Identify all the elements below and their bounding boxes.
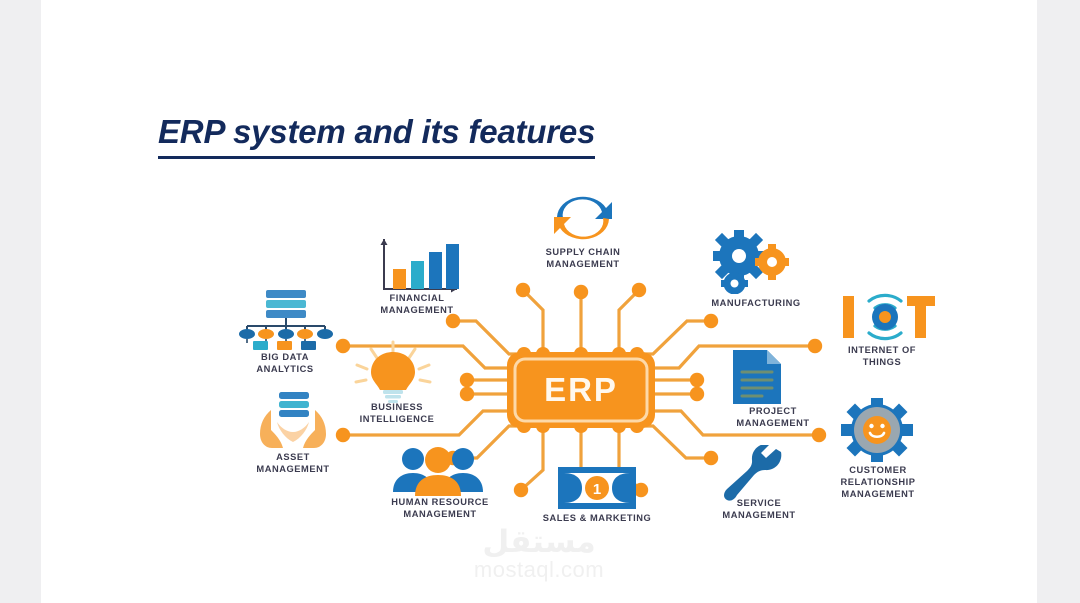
label-service-management: SERVICE MANAGEMENT bbox=[722, 498, 796, 520]
people-group-icon bbox=[391, 446, 485, 498]
label-financial-management: FINANCIAL MANAGEMENT bbox=[380, 293, 454, 315]
label-internet-of-things: INTERNET OF THINGS bbox=[847, 345, 917, 367]
watermark-latin: mostaql.com bbox=[473, 557, 605, 582]
slide-canvas: ERP system and its features bbox=[41, 0, 1037, 603]
bar-chart-icon bbox=[371, 235, 463, 299]
gears-icon bbox=[711, 230, 795, 294]
hands-holding-stack-icon bbox=[247, 390, 339, 452]
banknote-value: 1 bbox=[593, 481, 601, 498]
label-business-intelligence: BUSINESS INTELLIGENCE bbox=[359, 402, 435, 424]
label-project-management: PROJECT MANAGEMENT bbox=[736, 406, 810, 428]
label-supply-chain-management: SUPPLY CHAIN MANAGEMENT bbox=[545, 247, 621, 269]
label-sales-and-marketing: SALES & MARKETING bbox=[542, 513, 652, 523]
iot-logo-icon bbox=[829, 292, 935, 342]
erp-center-text: ERP bbox=[544, 371, 618, 408]
label-manufacturing: MANUFACTURING bbox=[711, 298, 801, 308]
document-icon bbox=[729, 348, 785, 406]
circular-arrows-icon bbox=[546, 188, 620, 246]
wrench-icon bbox=[718, 445, 784, 501]
erp-center-label: ERP bbox=[507, 352, 655, 428]
label-big-data-analytics: BIG DATA ANALYTICS bbox=[256, 352, 314, 374]
hierarchy-server-icon bbox=[235, 288, 335, 350]
label-human-resource-management: HUMAN RESOURCE MANAGEMENT bbox=[391, 497, 489, 519]
page-title: ERP system and its features bbox=[158, 113, 595, 159]
erp-feature-diagram: ERP SUPPLY CHAIN MANAGEMENT FINANCIAL MA… bbox=[191, 180, 935, 540]
lightbulb-icon bbox=[351, 340, 435, 404]
label-customer-relationship-management: CUSTOMER RELATIONSHIP MANAGEMENT bbox=[840, 465, 916, 499]
gear-smiley-icon bbox=[841, 398, 913, 462]
label-asset-management: ASSET MANAGEMENT bbox=[256, 452, 330, 474]
banknote-icon: 1 bbox=[556, 465, 638, 511]
